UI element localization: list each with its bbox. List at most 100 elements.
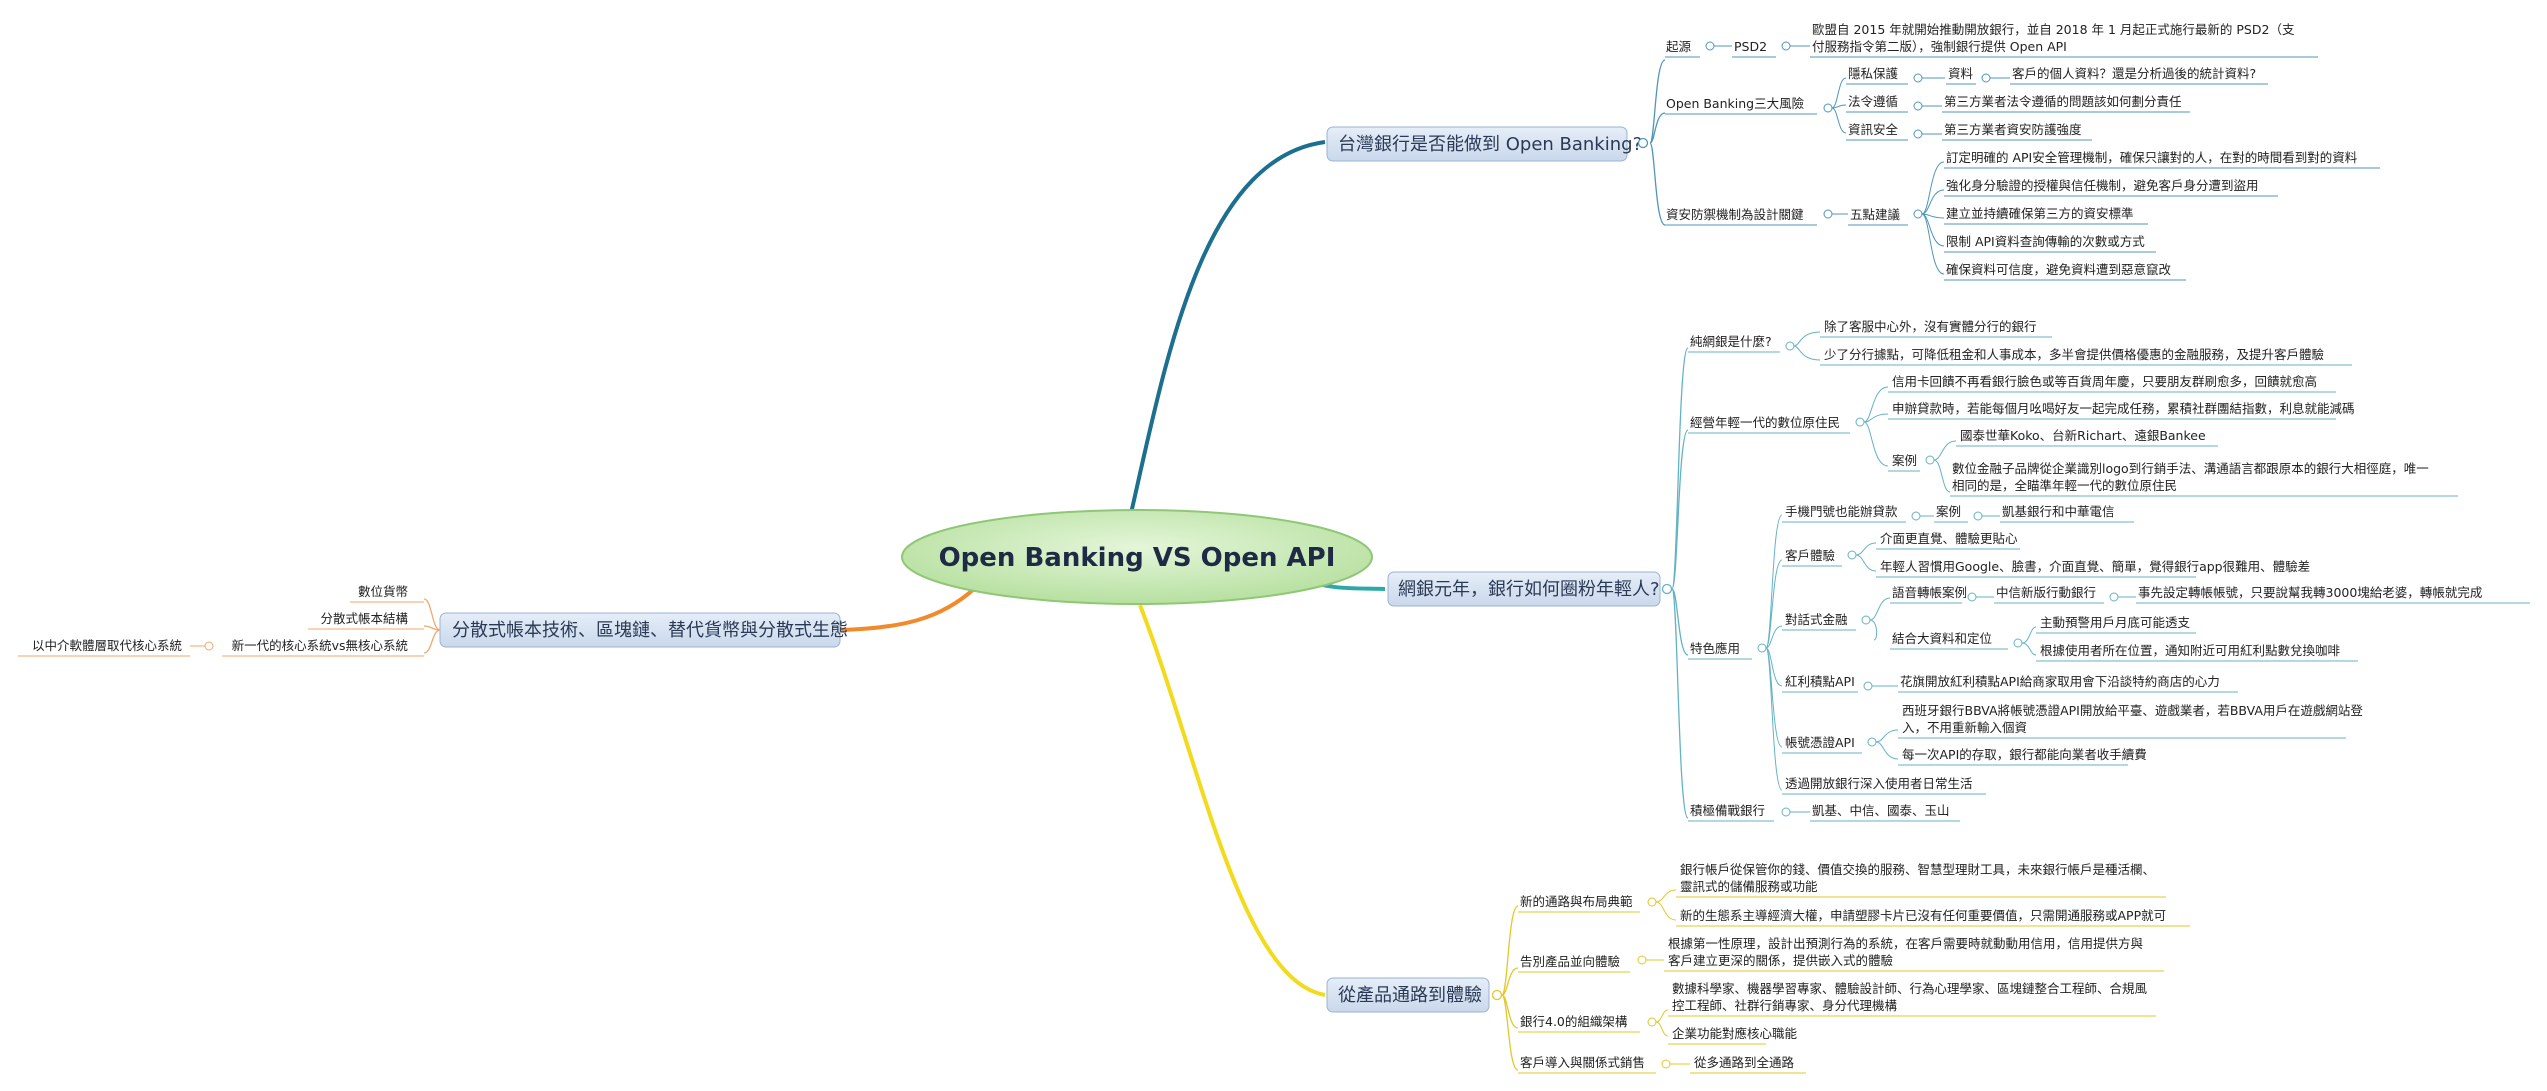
node-suggestion-2[interactable]: 強化身分驗證的授權與信任機制，避免客戶身分遭到盜用 — [1946, 178, 2259, 193]
node-channel-2[interactable]: 新的生態系主導經濟大權，申請塑膠卡片已沒有任何重要價值，只需開通服務或APP就可 — [1680, 908, 2166, 923]
collapse-icon[interactable] — [1913, 73, 1923, 83]
node-org-2[interactable]: 企業功能對應核心職能 — [1672, 1026, 1798, 1041]
collapse-icon[interactable] — [1637, 955, 1647, 965]
node-account-1[interactable]: 西班牙銀行BBVA將帳號憑證API開放給平臺、遊戲業者，若BBVA用戶在遊戲網站… — [1902, 703, 2363, 718]
topic-b3[interactable] — [1326, 977, 1490, 1013]
collapse-icon[interactable] — [1781, 41, 1791, 51]
collapse-icon[interactable] — [1913, 101, 1923, 111]
node-voice[interactable]: 語音轉帳案例 — [1892, 585, 1967, 600]
node-cx-2[interactable]: 年輕人習慣用Google、臉書，介面直覺、簡單，覺得銀行app很難用、體驗差 — [1880, 559, 2310, 574]
node-case-1[interactable]: 國泰世華Koko、台新Richart、遠銀Bankee — [1960, 428, 2206, 443]
node-case-2[interactable]: 數位金融子品牌從企業識別logo到行銷手法、溝通語言都跟原本的銀行大相徑庭，唯一 — [1952, 461, 2429, 476]
node-voice-bank[interactable]: 中信新版行動銀行 — [1996, 585, 2096, 600]
node-org[interactable]: 銀行4.0的組織架構 — [1520, 1014, 1628, 1029]
node-relation[interactable]: 客戶導入與關係式銷售 — [1520, 1055, 1645, 1070]
node-security[interactable]: 資訊安全 — [1848, 122, 1899, 137]
collapse-icon[interactable] — [1855, 417, 1865, 427]
node-young-1[interactable]: 信用卡回饋不再看銀行臉色或等百貨周年慶，只要朋友群刷愈多，回饋就愈高 — [1892, 374, 2317, 389]
node-phone-loan[interactable]: 手機門號也能辦貸款 — [1785, 504, 1898, 519]
node-five-suggestions[interactable]: 五點建議 — [1850, 207, 1901, 222]
node-pure-1[interactable]: 除了客服中心外，沒有實體分行的銀行 — [1824, 319, 2037, 334]
node-org-1[interactable]: 數據科學家、機器學習專家、體驗設計師、行為心理學家、區塊鏈整合工程師、合規風 — [1672, 981, 2148, 996]
collapse-icon[interactable] — [1925, 455, 1935, 465]
node-security-desc[interactable]: 第三方業者資安防護強度 — [1944, 122, 2082, 137]
node-suggestion-1[interactable]: 訂定明確的 API安全管理機制，確保只讓對的人，在對的時間看到對的資料 — [1946, 150, 2358, 165]
node-core-system[interactable]: 新一代的核心系統vs無核心系統 — [232, 638, 408, 653]
collapse-icon[interactable] — [204, 641, 214, 651]
node-suggestion-3[interactable]: 建立並持續確保第三方的資安標準 — [1946, 206, 2134, 221]
node-origin[interactable]: 起源 — [1666, 39, 1692, 54]
node-law-desc[interactable]: 第三方業者法令遵循的問題該如何劃分責任 — [1944, 94, 2182, 109]
node-suggestion-5[interactable]: 確保資料可信度，避免資料遭到惡意竄改 — [1946, 262, 2172, 277]
collapse-icon[interactable] — [1785, 341, 1795, 351]
collapse-icon[interactable] — [1867, 737, 1877, 747]
collapse-icon[interactable] — [1847, 550, 1857, 560]
node-bigdata-2[interactable]: 根據使用者所在位置，通知附近可用紅利點數兌換咖啡 — [2040, 643, 2341, 658]
topic-b1[interactable] — [1326, 126, 1628, 162]
node-pure-bank[interactable]: 純網銀是什麼? — [1690, 334, 1772, 349]
node-account-api[interactable]: 帳號憑證API — [1785, 735, 1855, 750]
node-daily-life[interactable]: 透過開放銀行深入使用者日常生活 — [1785, 776, 1973, 791]
node-phone-case[interactable]: 案例 — [1936, 504, 1961, 519]
node-crypto[interactable]: 數位貨幣 — [358, 584, 408, 599]
node-cx-1[interactable]: 介面更直覺、體驗更貼心 — [1880, 531, 2018, 546]
node-psd2-desc[interactable]: 歐盟自 2015 年就開始推動開放銀行，並自 2018 年 1 月起正式施行最新… — [1812, 22, 2295, 37]
collapse-icon[interactable] — [1973, 511, 1983, 521]
node-privacy[interactable]: 隱私保護 — [1848, 66, 1899, 81]
node-data[interactable]: 資料 — [1948, 66, 1974, 81]
node-channel-1[interactable]: 銀行帳戶從保管你的錢、價值交換的服務、智慧型理財工具，未來銀行帳戶是種活欄、 — [1680, 862, 2155, 877]
node-young-2[interactable]: 申辦貸款時，若能每個月吆喝好友一起完成任務，累積社群團結指數，利息就能減碼 — [1892, 401, 2355, 416]
collapse-icon[interactable] — [1637, 137, 1649, 149]
collapse-icon[interactable] — [1661, 583, 1673, 595]
collapse-icon[interactable] — [1981, 73, 1991, 83]
collapse-icon[interactable] — [1911, 511, 1921, 521]
collapse-icon[interactable] — [1781, 807, 1791, 817]
node-ledger[interactable]: 分散式帳本結構 — [320, 611, 408, 626]
collapse-icon[interactable] — [1823, 209, 1833, 219]
collapse-icon[interactable] — [1863, 681, 1873, 691]
node-risks[interactable]: Open Banking三大風險 — [1666, 96, 1805, 111]
collapse-icon[interactable] — [1757, 643, 1767, 653]
node-bigdata[interactable]: 結合大資料和定位 — [1892, 631, 1992, 646]
collapse-icon[interactable] — [1647, 897, 1657, 907]
collapse-icon[interactable] — [1823, 103, 1833, 113]
node-chat-finance[interactable]: 對話式金融 — [1785, 612, 1848, 627]
node-bigdata-1[interactable]: 主動預警用戶月底可能透支 — [2040, 615, 2191, 630]
collapse-icon[interactable] — [1913, 129, 1923, 139]
node-relation-desc[interactable]: 從多通路到全通路 — [1694, 1055, 1795, 1070]
node-core-desc[interactable]: 以中介軟體層取代核心系統 — [32, 638, 182, 653]
node-phone-case-desc[interactable]: 凱基銀行和中華電信 — [2002, 504, 2115, 519]
central-topic[interactable] — [901, 509, 1373, 605]
node-law[interactable]: 法令遵循 — [1848, 94, 1898, 109]
connector — [1863, 386, 1889, 467]
node-cx[interactable]: 客戶體驗 — [1785, 548, 1836, 563]
node-prep-banks[interactable]: 積極備戰銀行 — [1690, 803, 1765, 818]
node-suggestion-4[interactable]: 限制 API資料查詢傳輸的次數或方式 — [1946, 234, 2145, 249]
collapse-icon[interactable] — [2109, 592, 2119, 602]
node-farewell[interactable]: 告別產品並向體驗 — [1520, 954, 1621, 969]
collapse-icon[interactable] — [1861, 615, 1871, 625]
node-voice-desc[interactable]: 事先設定轉帳帳號，只要說幫我轉3000塊給老婆，轉帳就完成 — [2138, 585, 2482, 600]
topic-b2[interactable] — [1387, 571, 1661, 607]
node-reward-desc[interactable]: 花旗開放紅利積點API給商家取用會下沿談特約商店的心力 — [1900, 674, 2220, 689]
node-psd2[interactable]: PSD2 — [1734, 39, 1767, 54]
collapse-icon[interactable] — [1913, 209, 1923, 219]
node-pure-2[interactable]: 少了分行據點，可降低租金和人事成本，多半會提供價格優惠的金融服務，及提升客戶體驗 — [1824, 347, 2325, 362]
collapse-icon[interactable] — [1967, 592, 1977, 602]
collapse-icon[interactable] — [1661, 1059, 1671, 1069]
collapse-icon[interactable] — [2013, 638, 2023, 648]
node-farewell-desc[interactable]: 根據第一性原理，設計出預測行為的系統，在客戶需要時就動動用信用，信用提供方與 — [1668, 936, 2143, 951]
node-data-question[interactable]: 客戶的個人資料？還是分析過後的統計資料? — [2012, 66, 2256, 81]
node-channel[interactable]: 新的通路與布局典範 — [1520, 894, 1633, 909]
node-mechanism[interactable]: 資安防禦機制為設計關鍵 — [1666, 207, 1804, 222]
collapse-icon[interactable] — [1491, 989, 1503, 1001]
topic-b1-label: 台灣銀行是否能做到 Open Banking? — [1338, 134, 1642, 155]
node-feature[interactable]: 特色應用 — [1690, 641, 1740, 656]
node-account-2[interactable]: 每一次API的存取，銀行都能向業者收手續費 — [1902, 747, 2147, 762]
collapse-icon[interactable] — [1705, 41, 1715, 51]
collapse-icon[interactable] — [1647, 1017, 1657, 1027]
node-young[interactable]: 經營年輕一代的數位原住民 — [1690, 415, 1840, 430]
node-reward-api[interactable]: 紅利積點API — [1785, 674, 1855, 689]
node-prep-desc[interactable]: 凱基、中信、國泰、玉山 — [1812, 803, 1950, 818]
node-case[interactable]: 案例 — [1892, 453, 1917, 468]
